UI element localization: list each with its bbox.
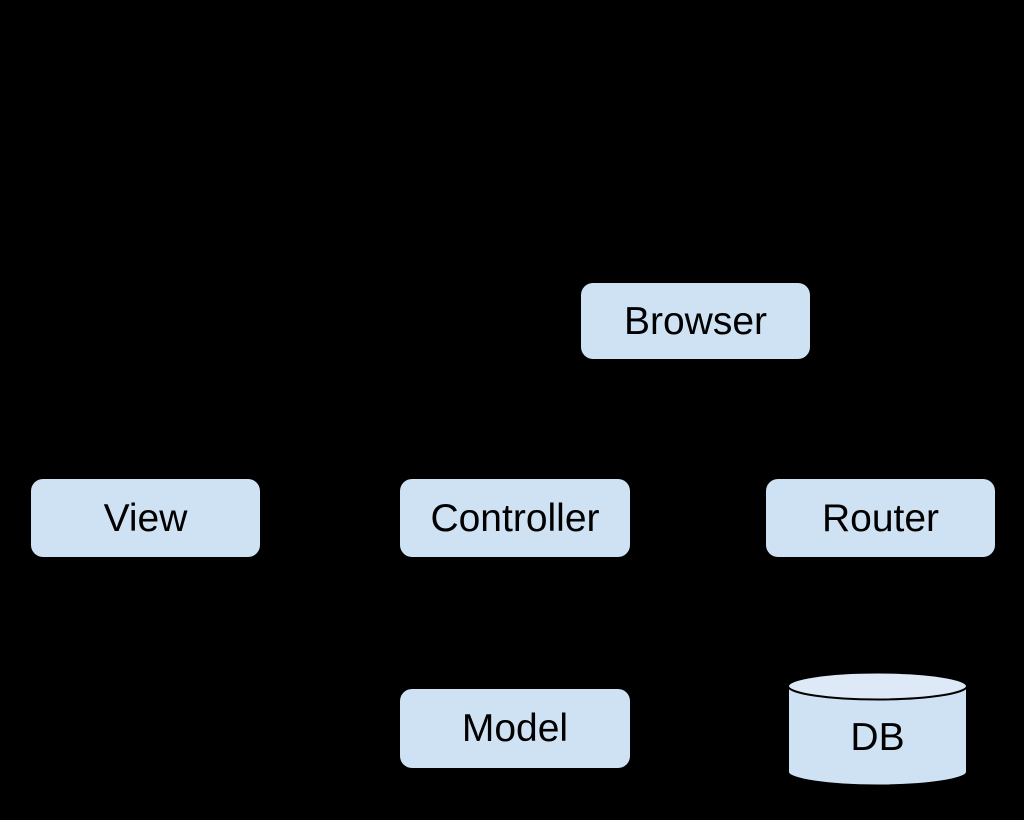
- node-controller: Controller: [400, 479, 630, 557]
- node-model: Model: [400, 689, 630, 768]
- node-browser-label: Browser: [623, 299, 768, 343]
- db-cylinder-icon: [787, 671, 968, 787]
- node-db-label: DB: [850, 715, 905, 759]
- node-router: Router: [766, 479, 995, 557]
- node-model-label: Model: [461, 707, 569, 750]
- node-db: DB: [787, 671, 968, 787]
- node-router-label: Router: [821, 496, 940, 540]
- node-view-label: View: [103, 496, 188, 540]
- node-browser: Browser: [581, 283, 810, 359]
- node-controller-label: Controller: [430, 496, 600, 540]
- node-view: View: [31, 479, 260, 557]
